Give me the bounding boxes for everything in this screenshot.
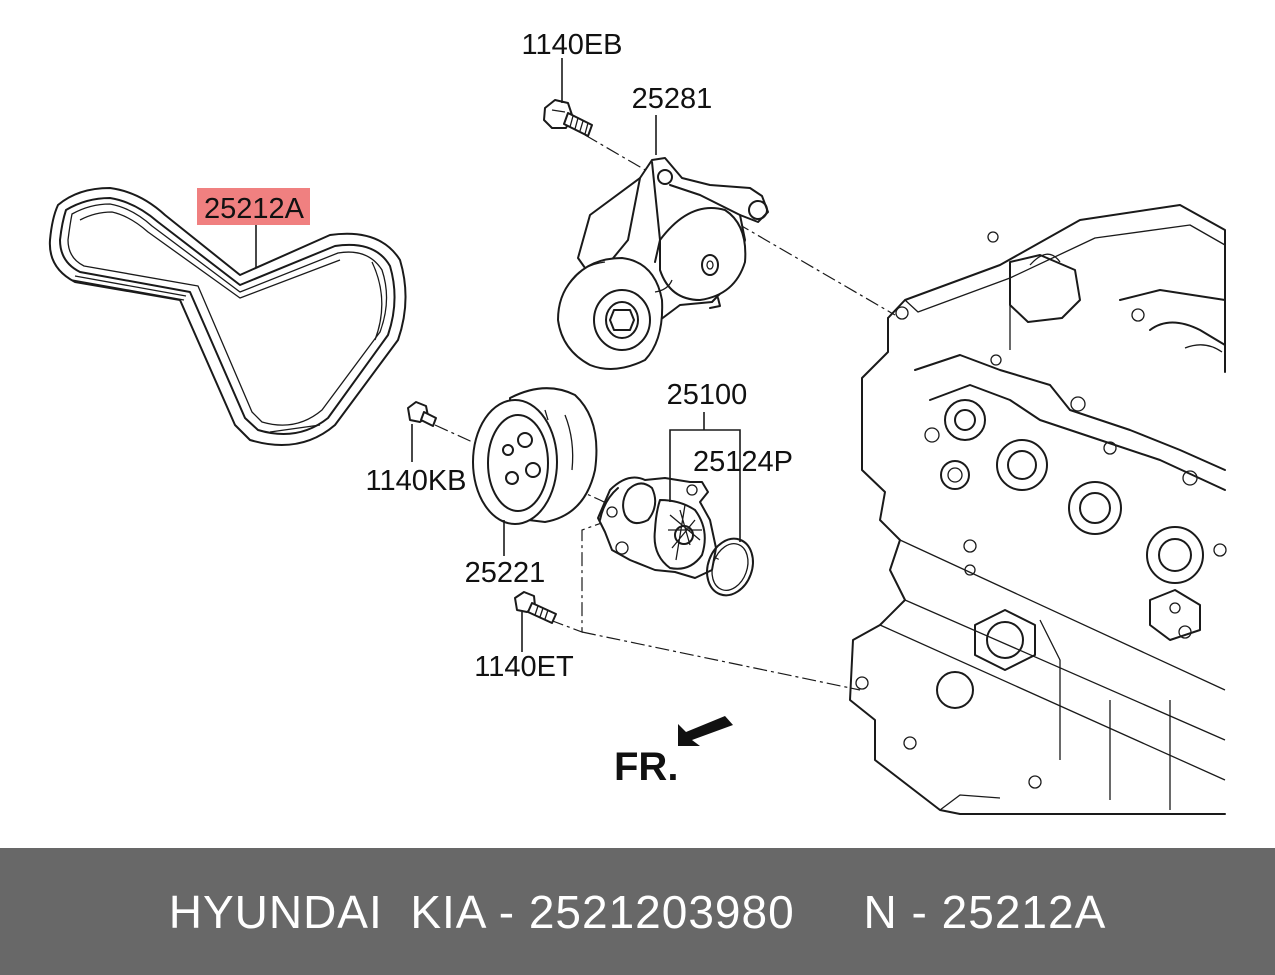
label-1140ET: 1140ET [474,651,574,683]
parts-diagram: 1140EB 25281 25212A 25100 25124P 1140KB … [48,29,1227,815]
water-pump [597,476,717,579]
label-25124P: 25124P [693,446,793,478]
label-25221: 25221 [465,557,546,589]
part-number-footer: HYUNDAI KIA - 2521203980 N - 25212A [0,848,1275,975]
drive-belt [48,187,407,446]
water-pump-pulley [472,387,598,525]
engine-block [849,204,1227,815]
bolt-1140EB [543,99,593,137]
leader-lines [255,58,741,652]
diagram-canvas: 1140EB 25281 25212A 25100 25124P 1140KB … [48,29,1227,815]
bolt-1140KB [407,401,437,427]
label-1140EB: 1140EB [521,29,622,61]
belt-label-highlight [197,188,310,225]
label-1140KB: 1140KB [365,465,466,497]
belt-tensioner [557,157,769,370]
footer-text: HYUNDAI KIA - 2521203980 N - 25212A [168,885,1107,938]
label-25212A: 25212A [204,193,305,225]
bolt-1140ET [514,591,557,624]
label-25100: 25100 [667,379,748,411]
label-25281: 25281 [632,83,713,115]
front-arrow-icon [678,716,733,746]
callout-labels: 1140EB 25281 25212A 25100 25124P 1140KB … [204,29,793,683]
front-direction-indicator: FR. [614,716,733,789]
front-label: FR. [614,745,678,789]
